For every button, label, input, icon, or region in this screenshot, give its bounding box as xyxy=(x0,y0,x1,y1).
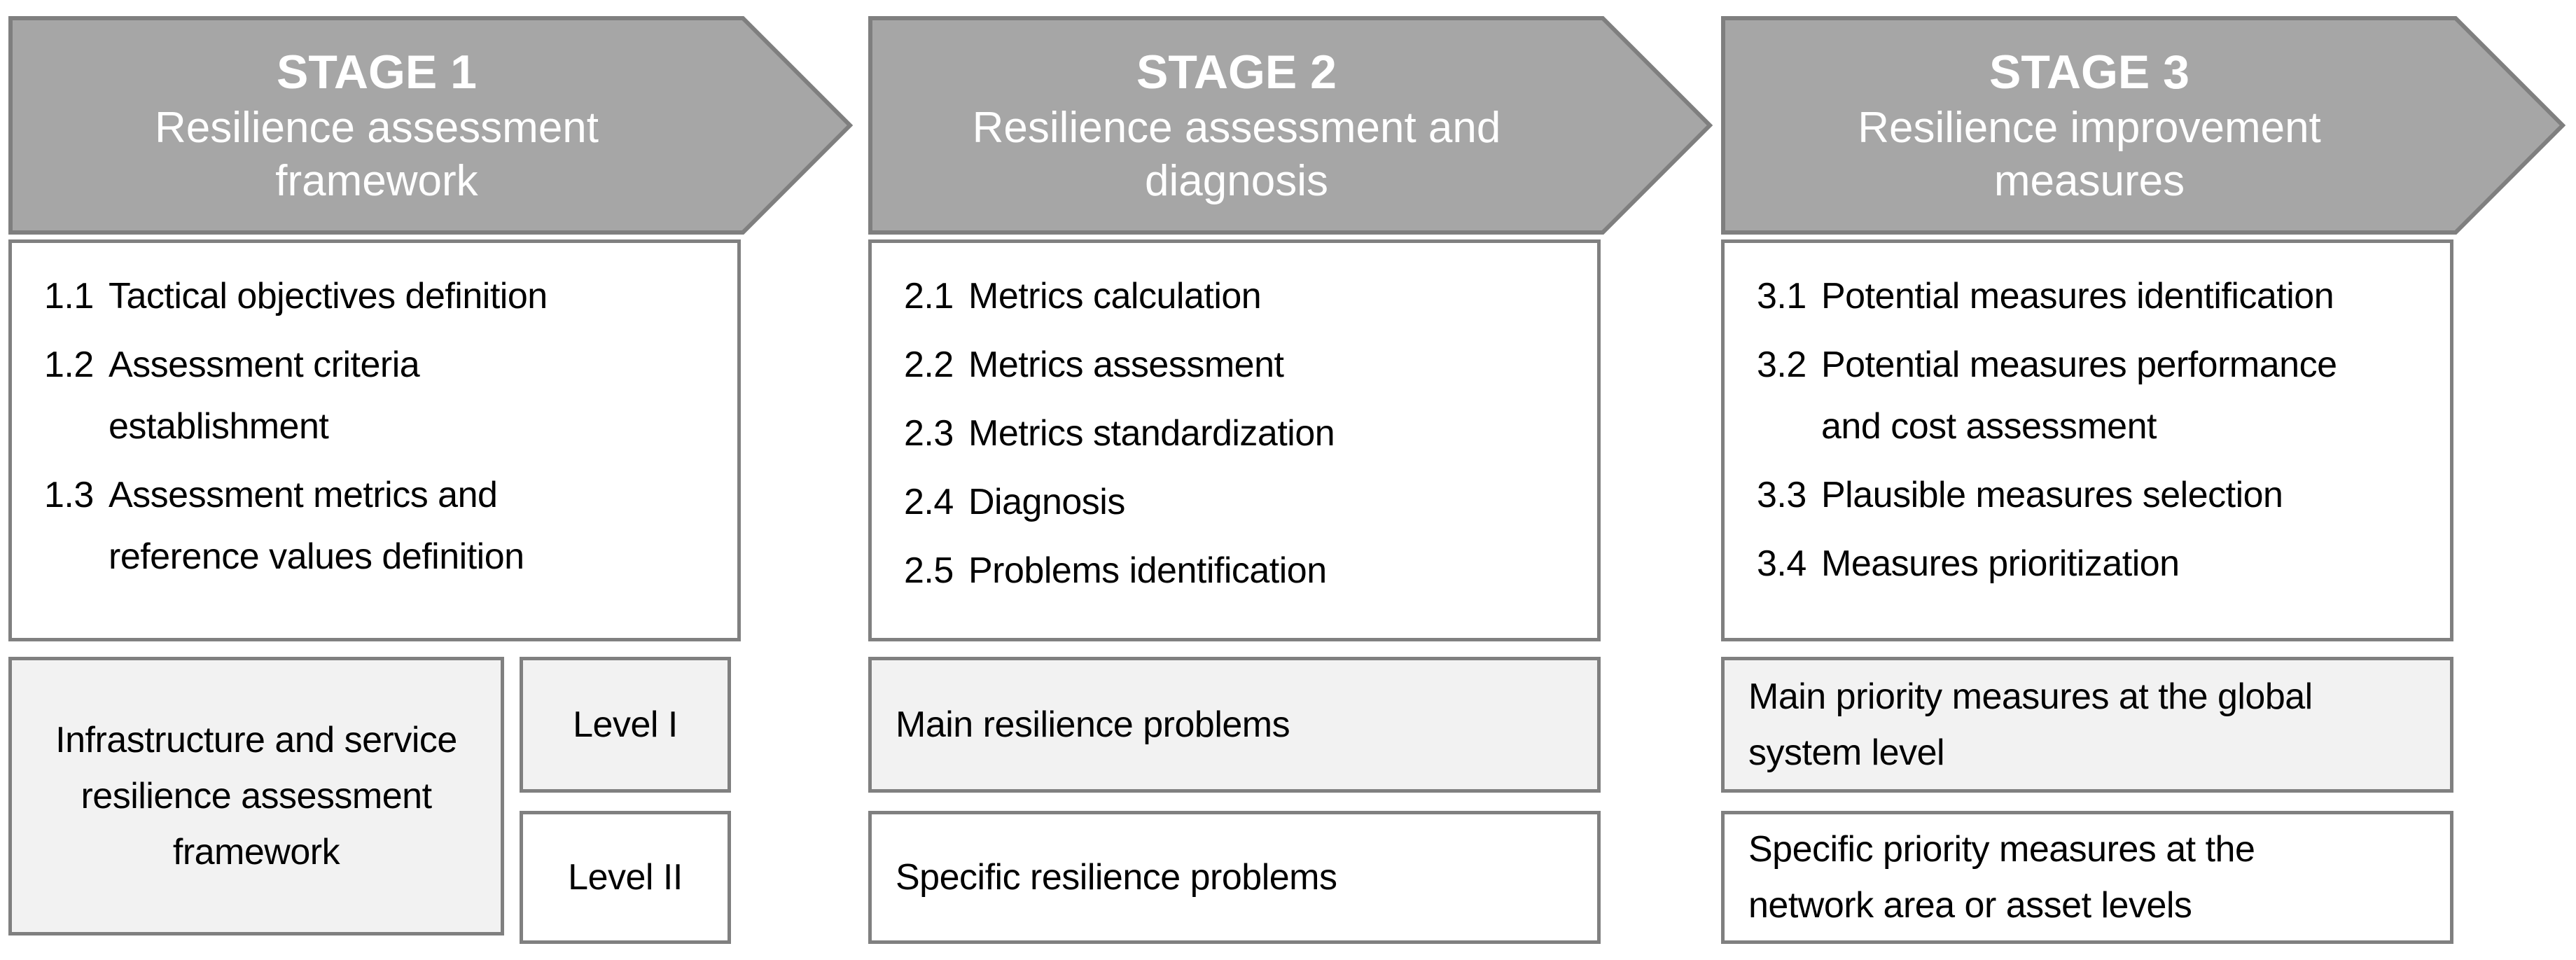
step-3-4: 3.4 Measures prioritization xyxy=(1757,533,2439,594)
step-3-1: 3.1 Potential measures identification xyxy=(1757,265,2439,327)
step-number: 3.1 xyxy=(1757,276,1806,316)
stage-2-label: STAGE 2 xyxy=(1136,46,1337,99)
step-text: Diagnosis xyxy=(968,482,1125,522)
stage-1-subtitle: Resilience assessment framework xyxy=(154,104,599,205)
level-2-label: Level II xyxy=(568,857,683,898)
level-1-label: Level I xyxy=(573,704,678,745)
framework-output-text: Infrastructure and service resilience as… xyxy=(55,720,457,872)
stage-2-specific-output-box: Specific resilience problems xyxy=(868,811,1601,944)
step-text: Measures prioritization xyxy=(1821,543,2180,584)
step-number: 2.3 xyxy=(904,413,954,454)
step-2-3: 2.3 Metrics standardization xyxy=(904,403,1586,464)
right-arrow-icon xyxy=(8,16,853,235)
step-text: Metrics standardization xyxy=(968,413,1335,454)
stage-1-label: STAGE 1 xyxy=(277,46,477,99)
stage-3-specific-output-box: Specific priority measures at the networ… xyxy=(1721,811,2453,944)
step-number: 1.2 xyxy=(44,345,94,385)
level-1-label-box: Level I xyxy=(520,657,731,793)
step-text: Tactical objectives definition xyxy=(109,276,548,316)
step-text: Plausible measures selection xyxy=(1821,475,2283,515)
stage-3-main-output-box: Main priority measures at the global sys… xyxy=(1721,657,2453,793)
step-1-2: 1.2 Assessment criteria establishment xyxy=(44,334,726,457)
step-2-5: 2.5 Problems identification xyxy=(904,540,1586,601)
step-number: 2.1 xyxy=(904,276,954,316)
step-3-3: 3.3 Plausible measures selection xyxy=(1757,464,2439,526)
stage-3-label: STAGE 3 xyxy=(1989,46,2189,99)
stage-2-main-output-box: Main resilience problems xyxy=(868,657,1601,793)
step-3-2: 3.2 Potential measures performance and co… xyxy=(1757,334,2439,457)
stage-1-header-text: STAGE 1 Resilience assessment framework xyxy=(8,15,745,235)
stage-2-specific-output-text: Specific resilience problems xyxy=(896,857,1337,898)
stage-2-header: STAGE 2 Resilience assessment and diagno… xyxy=(868,15,1713,235)
stage-3-header: STAGE 3 Resilience improvement measures xyxy=(1721,15,2565,235)
framework-output-box: Infrastructure and service resilience as… xyxy=(8,657,504,935)
stage-2-subtitle: Resilience assessment and diagnosis xyxy=(972,104,1501,205)
stage-2-main-output-text: Main resilience problems xyxy=(896,704,1290,745)
stage-arrow-shape xyxy=(1721,16,2565,235)
stage-3-steps-box: 3.1 Potential measures identification 3.2… xyxy=(1721,239,2453,641)
step-text: Potential measures identification xyxy=(1821,276,2334,316)
stage-2-steps-box: 2.1 Metrics calculation 2.2 Metrics assess… xyxy=(868,239,1601,641)
stage-3-header-text: STAGE 3 Resilience improvement measures xyxy=(1721,15,2458,235)
step-number: 2.4 xyxy=(904,482,954,522)
level-2-label-box: Level II xyxy=(520,811,731,944)
step-text: Metrics calculation xyxy=(968,276,1262,316)
step-number: 1.1 xyxy=(44,276,94,316)
step-2-1: 2.1 Metrics calculation xyxy=(904,265,1586,327)
stage-3-specific-output-text: Specific priority measures at the networ… xyxy=(1748,829,2255,926)
step-text: Problems identification xyxy=(968,550,1327,591)
step-1-3: 1.3 Assessment metrics and reference valu… xyxy=(44,464,726,587)
step-1-1: 1.1 Tactical objectives definition xyxy=(44,265,726,327)
step-number: 2.5 xyxy=(904,550,954,591)
step-2-2: 2.2 Metrics assessment xyxy=(904,334,1586,396)
step-number: 1.3 xyxy=(44,475,94,515)
step-text: Assessment metrics and reference values … xyxy=(109,475,524,577)
step-2-4: 2.4 Diagnosis xyxy=(904,471,1586,533)
step-number: 3.3 xyxy=(1757,475,1806,515)
step-number: 3.4 xyxy=(1757,543,1806,584)
stage-1-header: STAGE 1 Resilience assessment framework xyxy=(8,15,853,235)
stage-arrow-shape xyxy=(8,16,853,235)
step-text: Assessment criteria establishment xyxy=(109,345,420,447)
step-number: 3.2 xyxy=(1757,345,1806,385)
stage-arrow-shape xyxy=(868,16,1713,235)
stage-3-main-output-text: Main priority measures at the global sys… xyxy=(1748,676,2313,773)
right-arrow-icon xyxy=(1721,16,2565,235)
step-number: 2.2 xyxy=(904,345,954,385)
stage-3-subtitle: Resilience improvement measures xyxy=(1858,104,2321,205)
right-arrow-icon xyxy=(868,16,1713,235)
step-text: Metrics assessment xyxy=(968,345,1284,385)
step-text: Potential measures performance and cost … xyxy=(1821,345,2337,447)
stage-2-header-text: STAGE 2 Resilience assessment and diagno… xyxy=(868,15,1605,235)
